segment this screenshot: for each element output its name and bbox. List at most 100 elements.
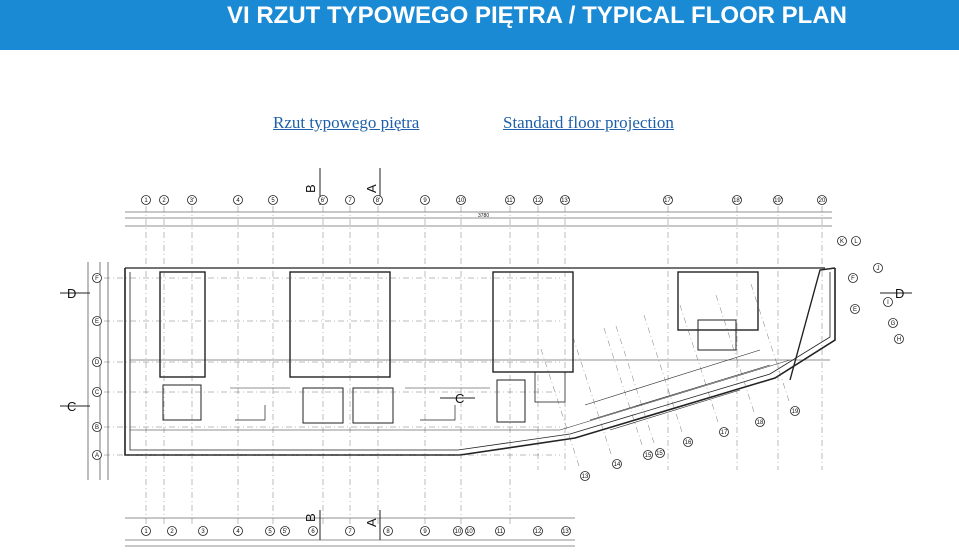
svg-text:6: 6	[311, 529, 315, 535]
grid-axis-top-8: 8'	[373, 195, 383, 205]
grid-axis-bottom-10: 9	[420, 526, 430, 536]
svg-text:5': 5'	[283, 529, 287, 535]
svg-text:18': 18'	[733, 198, 741, 204]
grid-axis-skew-3: 15	[643, 450, 653, 460]
grid-axis-bottom-8: 7	[345, 526, 355, 536]
svg-text:I: I	[887, 300, 889, 306]
svg-text:4: 4	[236, 198, 240, 204]
grid-axis-top-15: 18'	[732, 195, 742, 205]
svg-text:19: 19	[792, 409, 799, 415]
svg-text:16: 16	[685, 440, 692, 446]
svg-text:F: F	[851, 276, 855, 282]
svg-text:3': 3'	[190, 198, 194, 204]
grid-axis-top-16: 19'	[773, 195, 783, 205]
grid-row-left-C: C	[92, 387, 102, 397]
svg-text:1: 1	[144, 198, 148, 204]
grid-axis-bottom-6: 5'	[280, 526, 290, 536]
svg-text:2: 2	[162, 198, 166, 204]
subtitle-polish: Rzut typowego piętra	[273, 113, 420, 132]
svg-text:7: 7	[348, 198, 352, 204]
svg-text:6': 6'	[321, 198, 325, 204]
section-mark-bottom-a: A	[364, 518, 379, 527]
grid-axis-bottom-13: 11	[495, 526, 505, 536]
svg-text:4: 4	[236, 529, 240, 535]
grid-row-right-3: J	[873, 263, 883, 273]
svg-text:1: 1	[144, 529, 148, 535]
section-mark-right-d: D	[895, 286, 904, 301]
grid-axis-bottom-2: 2	[167, 526, 177, 536]
svg-text:14: 14	[614, 462, 621, 468]
grid-row-left-A: A	[92, 450, 102, 460]
svg-text:F: F	[95, 276, 99, 282]
grid-axis-skew-1: 13	[580, 471, 590, 481]
grid-axis-bottom-11: 10	[453, 526, 463, 536]
grid-axis-top-5: 5	[268, 195, 278, 205]
grid-axis-top-4: 4	[233, 195, 243, 205]
svg-text:10': 10'	[466, 529, 474, 535]
grid-row-left-E: E	[92, 316, 102, 326]
svg-text:J: J	[877, 266, 880, 272]
svg-text:10: 10	[458, 198, 465, 204]
svg-text:17: 17	[721, 430, 728, 436]
section-mark-left-c: C	[67, 399, 76, 414]
grid-axis-skew-5: 16	[683, 437, 693, 447]
svg-text:12: 12	[535, 529, 542, 535]
section-mark-left-d: D	[67, 286, 76, 301]
svg-text:5: 5	[271, 198, 275, 204]
section-mark-top-b: B	[303, 184, 318, 193]
grid-axis-top-6: 6'	[318, 195, 328, 205]
section-mark-top-a: A	[364, 184, 379, 193]
grid-axis-bottom-15: 13'	[561, 526, 571, 536]
grid-axis-top-2: 2	[159, 195, 169, 205]
grid-row-right-8: H	[894, 334, 904, 344]
svg-text:L: L	[854, 239, 858, 245]
svg-text:12: 12	[535, 198, 542, 204]
svg-text:13': 13'	[562, 529, 570, 535]
grid-row-left-B: B	[92, 422, 102, 432]
grid-row-right-2: L	[851, 236, 861, 246]
grid-axis-bottom-4: 4	[233, 526, 243, 536]
svg-text:9: 9	[423, 529, 427, 535]
grid-row-left-F: F	[92, 273, 102, 283]
svg-text:H: H	[897, 337, 901, 343]
grid-axis-skew-2: 14	[612, 459, 622, 469]
svg-text:E: E	[853, 307, 857, 313]
grid-axis-bottom-1: 1	[141, 526, 151, 536]
grid-axis-skew-7: 18	[755, 417, 765, 427]
grid-axis-skew-4: 15'	[655, 448, 665, 458]
grid-axis-top-17: 20	[817, 195, 827, 205]
svg-text:15: 15	[645, 453, 652, 459]
grid-axis-skew-6: 17	[719, 427, 729, 437]
svg-text:2: 2	[170, 529, 174, 535]
svg-text:E: E	[95, 319, 99, 325]
grid-row-right-5: I	[883, 297, 893, 307]
grid-axis-top-11: 11'	[505, 195, 515, 205]
grid-axis-top-1: 1	[141, 195, 151, 205]
svg-text:5: 5	[268, 529, 272, 535]
grid-axis-bottom-9: 8	[383, 526, 393, 536]
grid-row-left-D: D	[92, 357, 102, 367]
core-label-c: C	[455, 391, 464, 406]
svg-text:19': 19'	[774, 198, 782, 204]
svg-text:8: 8	[386, 529, 390, 535]
grid-axis-bottom-14: 12	[533, 526, 543, 536]
subtitle-english: Standard floor projection	[503, 113, 674, 132]
grid-axis-top-13: 13'	[560, 195, 570, 205]
title-bar: VI RZUT TYPOWEGO PIĘTRA / TYPICAL FLOOR …	[0, 0, 959, 50]
page-title: VI RZUT TYPOWEGO PIĘTRA / TYPICAL FLOOR …	[226, 2, 847, 29]
svg-text:9: 9	[423, 198, 427, 204]
svg-text:13: 13	[582, 474, 589, 480]
grid-axis-top-10: 10	[456, 195, 466, 205]
svg-text:13': 13'	[561, 198, 569, 204]
svg-text:8': 8'	[376, 198, 380, 204]
svg-text:11': 11'	[506, 198, 513, 204]
svg-text:17': 17'	[664, 198, 672, 204]
grid-axis-bottom-3: 3	[198, 526, 208, 536]
grid-row-right-1: K	[837, 236, 847, 246]
svg-text:D: D	[95, 360, 100, 366]
grid-row-right-7: G	[888, 318, 898, 328]
grid-row-right-4: F	[848, 273, 858, 283]
svg-text:A: A	[95, 453, 99, 459]
svg-text:B: B	[95, 425, 99, 431]
